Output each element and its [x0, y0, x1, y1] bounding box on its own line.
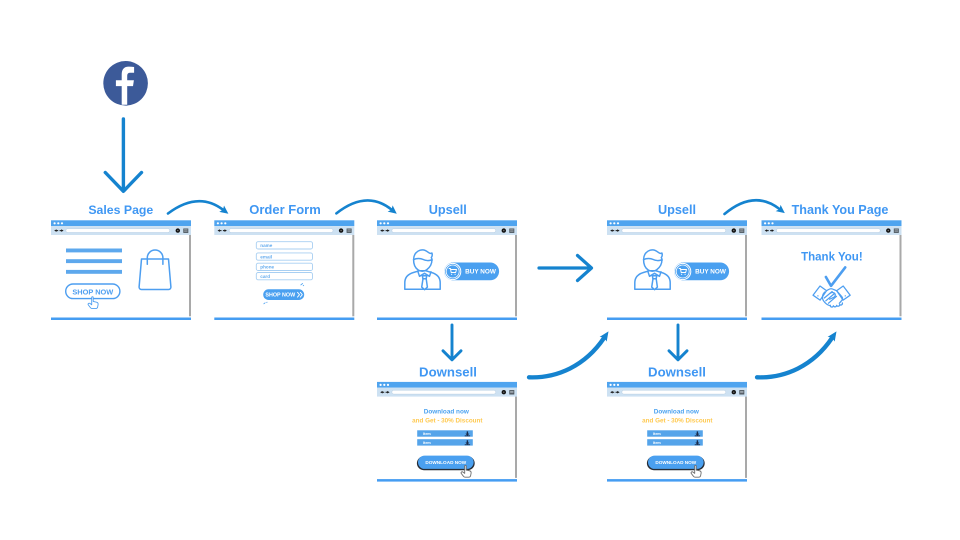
svg-text:phone: phone: [260, 265, 274, 270]
svg-text:card: card: [260, 274, 270, 279]
svg-text:email: email: [260, 254, 272, 259]
svg-text:Upsell: Upsell: [658, 203, 696, 217]
svg-text:SHOP NOW: SHOP NOW: [72, 288, 113, 297]
svg-text:Downsell: Downsell: [419, 364, 477, 379]
svg-text:SHOP NOW: SHOP NOW: [265, 293, 296, 299]
svg-text:Sales Page: Sales Page: [88, 203, 153, 217]
svg-text:name: name: [260, 243, 272, 248]
svg-text:Thank You!: Thank You!: [801, 252, 863, 264]
svg-text:Thank You Page: Thank You Page: [792, 203, 889, 217]
svg-text:Downsell: Downsell: [648, 364, 706, 379]
svg-text:Upsell: Upsell: [429, 203, 467, 217]
svg-text:Order Form: Order Form: [249, 202, 321, 217]
